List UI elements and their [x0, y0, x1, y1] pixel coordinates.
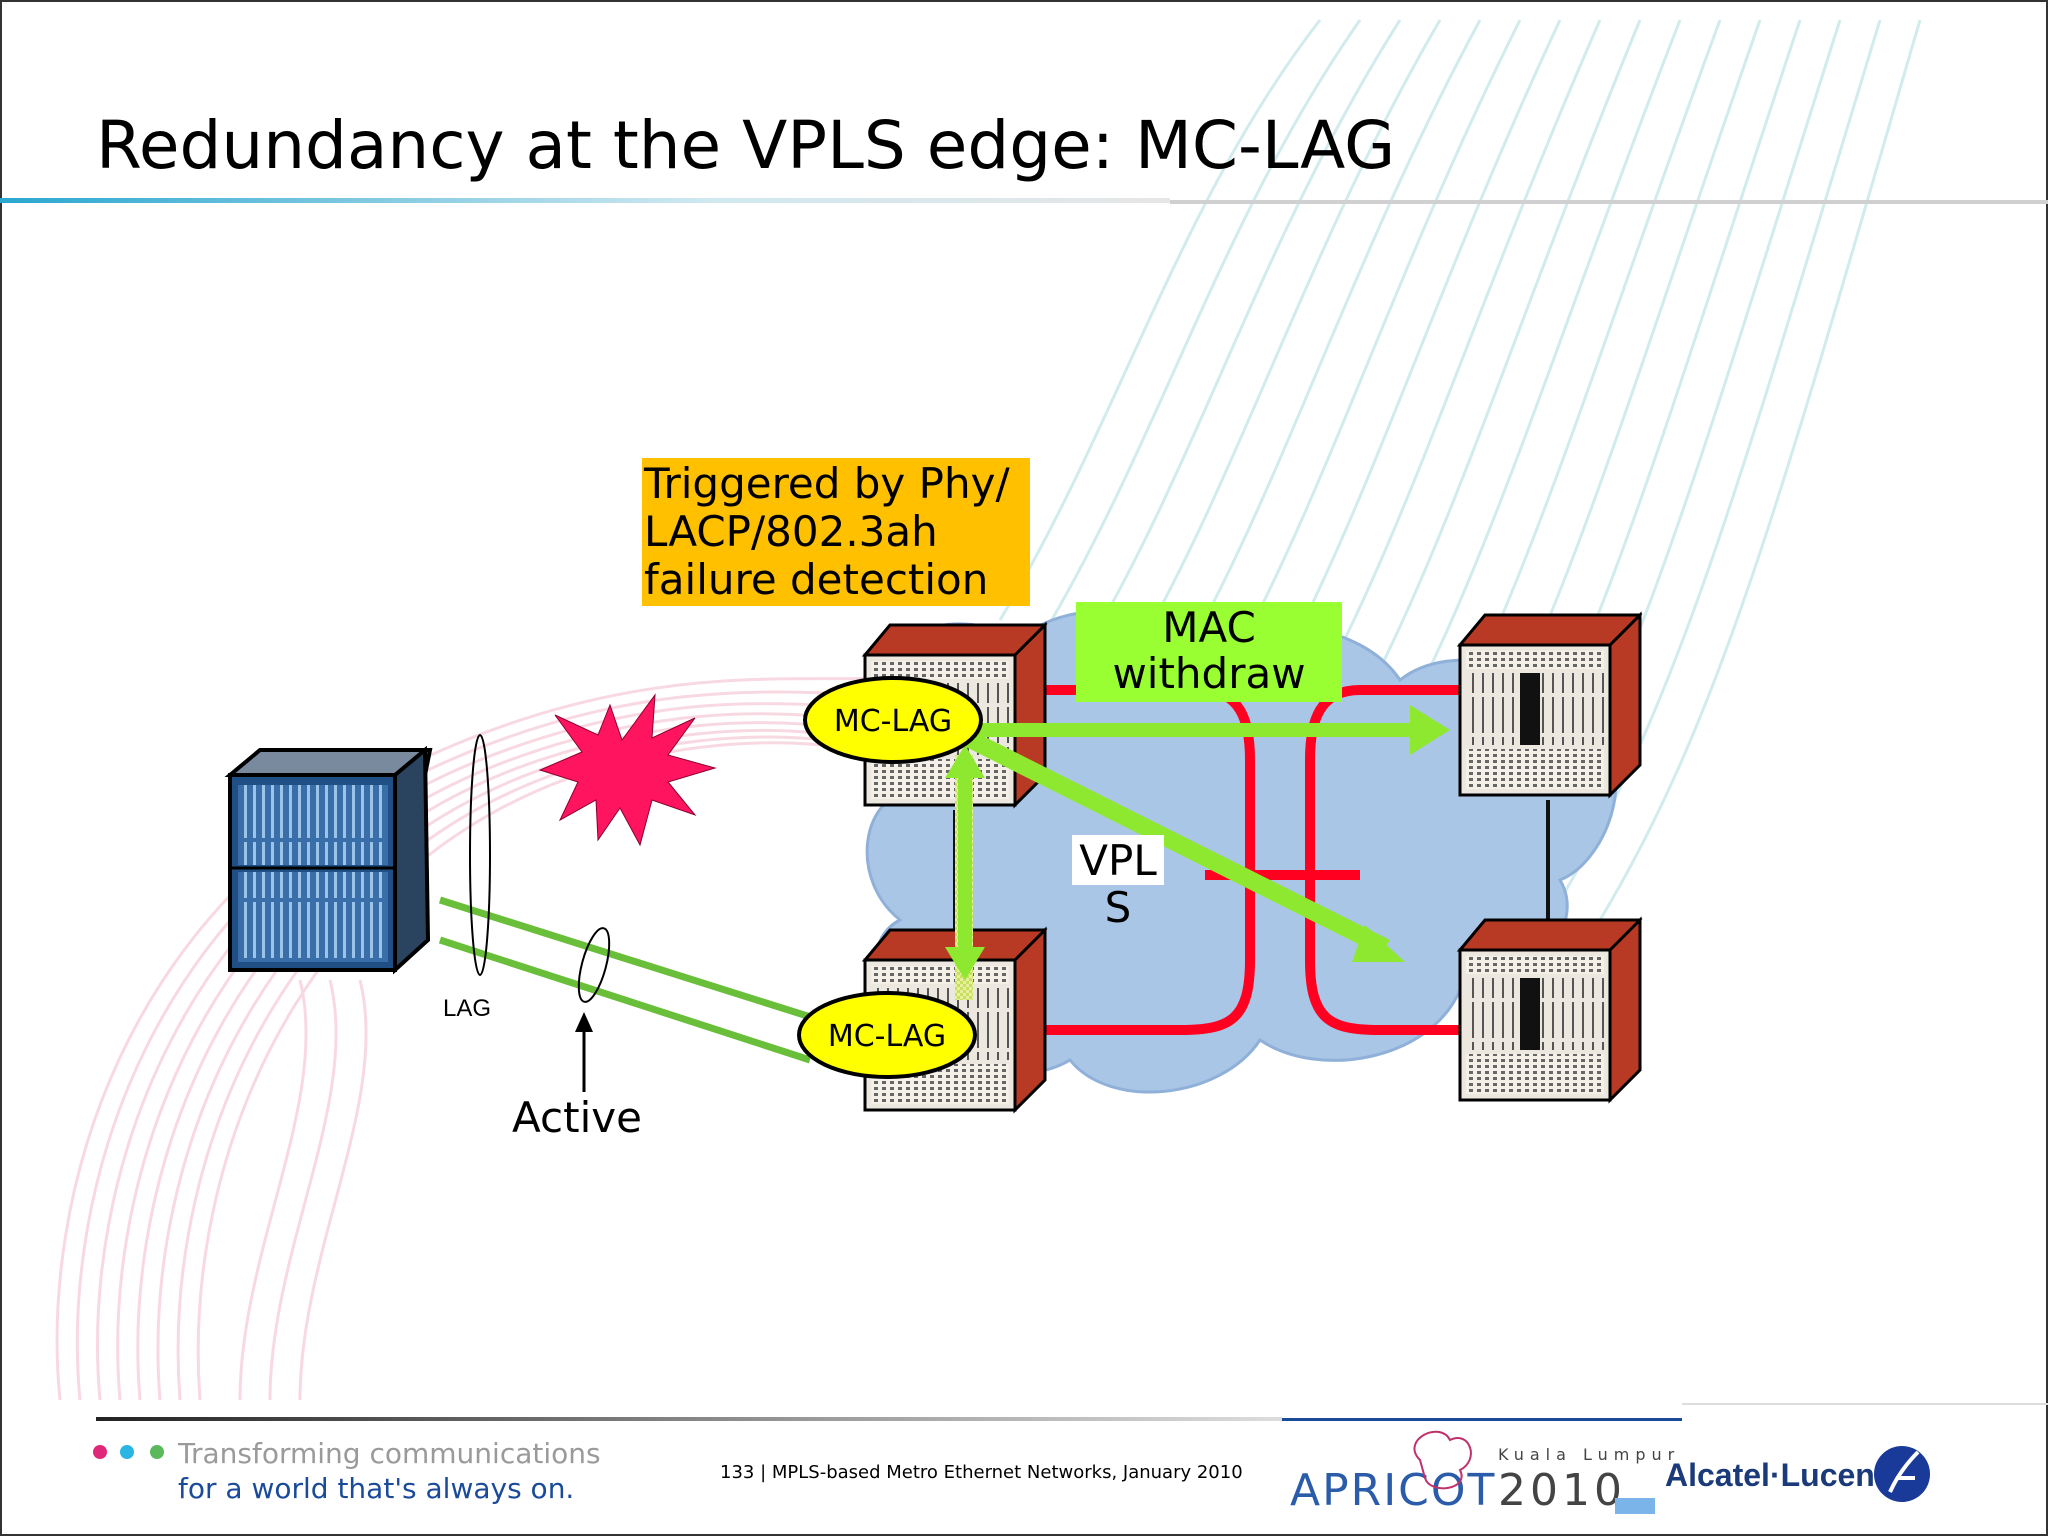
- lag-ellipse: [469, 734, 491, 976]
- tagline-line-2: for a world that's always on.: [178, 1472, 574, 1505]
- failure-burst-icon: [538, 693, 717, 847]
- footer-rule-blue: [1282, 1418, 1682, 1421]
- pe-router-top-right-icon: [1456, 611, 1643, 799]
- mac-withdraw-arrows: [945, 705, 1450, 980]
- apricot-word: APRICOT: [1290, 1465, 1496, 1516]
- vpls-label-bg: [1072, 835, 1164, 885]
- mc-lag-bottom-label: MC-LAG: [828, 1019, 946, 1054]
- trigger-callout-box: [642, 458, 1030, 606]
- trigger-line-2: LACP/802.3ah: [644, 507, 938, 556]
- access-links: [438, 896, 822, 1064]
- company-name: Alcatel·Lucent: [1665, 1457, 1886, 1493]
- trigger-line-3: failure detection: [644, 555, 988, 604]
- footer-rule-right: [1682, 1403, 2048, 1405]
- apricot-flower-icon: [1413, 1430, 1472, 1490]
- apricot-skyline-icon: [1615, 1498, 1655, 1514]
- footer-rule: [96, 1417, 1282, 1421]
- title-rule-right: [1170, 200, 2048, 204]
- alcatel-lucent-logo-icon: [1874, 1446, 1930, 1502]
- mac-withdraw-box: [1076, 602, 1342, 702]
- mc-lag-top-label: MC-LAG: [834, 704, 952, 739]
- mac-withdraw-line-2: withdraw: [1112, 649, 1305, 698]
- lag-label: LAG: [443, 995, 491, 1022]
- tagline-line-1: Transforming communications: [177, 1437, 601, 1470]
- vpls-label-line-1: VPL: [1079, 836, 1157, 885]
- ce-switch-icon: [224, 745, 433, 975]
- apricot-year: 2010: [1498, 1465, 1626, 1516]
- footer-page-info: 133 | MPLS-based Metro Ethernet Networks…: [720, 1462, 1243, 1483]
- apricot-logo: Kuala Lumpur APRICOT 2010: [1290, 1430, 1680, 1516]
- apricot-city: Kuala Lumpur: [1498, 1445, 1680, 1464]
- active-arrow-head: [575, 1012, 593, 1032]
- active-label: Active: [512, 1093, 642, 1142]
- slide-title: Redundancy at the VPLS edge: MC-LAG: [96, 107, 1395, 184]
- trigger-line-1: Triggered by Phy/: [643, 459, 1010, 508]
- vpls-label-line-2: S: [1105, 883, 1132, 932]
- network-diagram: MC-LAG MC-LAG Triggered by Phy/ LACP/802…: [224, 458, 1643, 1142]
- tagline-dots: [93, 1445, 164, 1459]
- mac-withdraw-line-1: MAC: [1162, 603, 1256, 652]
- active-link-ellipse: [577, 927, 611, 1003]
- mc-lag-top-badge: [803, 676, 983, 764]
- title-rule: [0, 198, 1170, 203]
- mc-lag-bottom-badge: [797, 991, 977, 1079]
- pe-router-bottom-right-icon: [1456, 916, 1643, 1104]
